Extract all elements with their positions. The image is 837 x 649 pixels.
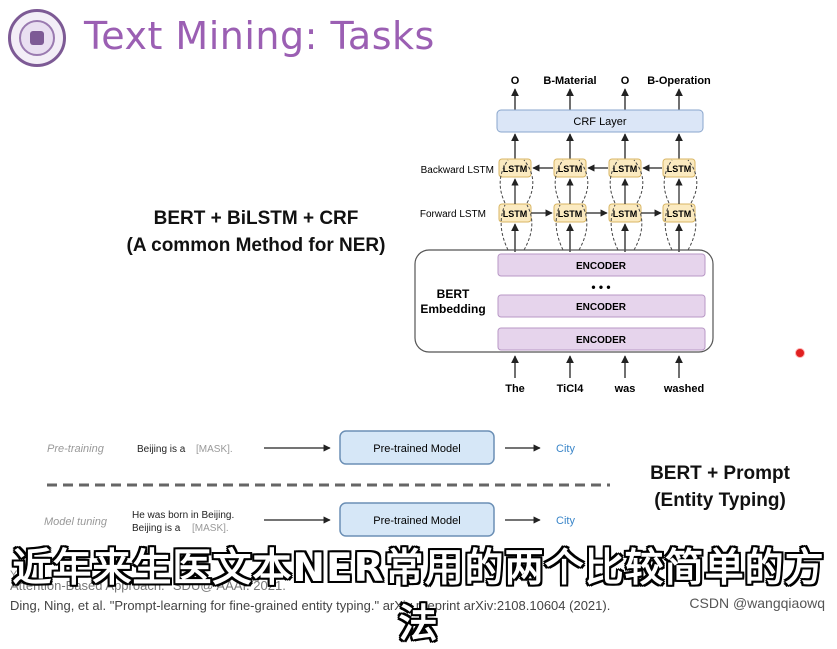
crf-layer-box (496, 109, 704, 133)
csdn-watermark: CSDN @wangqiaowq (689, 595, 825, 611)
embedding-label: Embedding (420, 302, 485, 316)
output-label: O (511, 75, 520, 87)
input-token: TiCl4 (557, 383, 585, 395)
encoder-block (497, 294, 706, 318)
prompt-diagram: Pre-training Beijing is a [MASK]. Pre-tr… (44, 430, 610, 537)
encoder-block (497, 253, 706, 277)
lstm-label: LSTM (613, 209, 638, 219)
reference-partial: Yan (10, 569, 29, 581)
crf-output-arrows (511, 88, 683, 110)
tuning-sentence-2: Beijing is a (132, 523, 181, 534)
mask-token: [MASK]. (192, 523, 229, 534)
input-token: The (505, 383, 525, 395)
mask-token: [MASK]. (196, 444, 233, 455)
forward-lstm-row (498, 203, 696, 223)
ner-architecture-diagram: O B-Material O B-Operation CRF Layer Bac… (414, 75, 714, 395)
encoder-label: ENCODER (576, 335, 627, 346)
reference-2: Ding, Ning, et al. "Prompt-learning for … (10, 598, 611, 613)
lstm-label: LSTM (503, 209, 528, 219)
backward-lstm-row (498, 158, 696, 178)
logo-emblem-icon (19, 20, 55, 56)
pretrained-model-box (339, 430, 495, 465)
encoder-block (497, 327, 706, 351)
lstm-label: LSTM (667, 164, 692, 174)
encoder-ellipsis: • • • (591, 280, 610, 294)
pretrained-model-label: Pre-trained Model (373, 443, 460, 455)
slide-title: Text Mining: Tasks (84, 14, 435, 58)
pretrained-model-label: Pre-trained Model (373, 515, 460, 527)
tuning-sentence-1: He was born in Beijing. (132, 510, 234, 521)
crf-layer-label: CRF Layer (573, 116, 627, 128)
pretraining-sentence: Beijing is a (137, 444, 186, 455)
prompt-title-line-1: BERT + Prompt (650, 463, 790, 484)
input-token: washed (663, 383, 704, 395)
prompt-method-title: BERT + Prompt (Entity Typing) (640, 460, 800, 514)
lstm-label: LSTM (613, 164, 638, 174)
output-label: O (621, 75, 630, 87)
pretrained-model-box (339, 502, 495, 537)
output-city: City (556, 443, 575, 455)
model-tuning-label: Model tuning (44, 516, 108, 528)
forward-lstm-label: Forward LSTM (420, 209, 486, 220)
backward-lstm-label: Backward LSTM (421, 165, 494, 176)
output-city: City (556, 515, 575, 527)
ner-method-title: BERT + BiLSTM + CRF (A common Method for… (106, 205, 406, 259)
video-subtitle: 近年来生医文本NER常用的两个比较简单的方法 (12, 546, 825, 647)
lstm-label: LSTM (503, 164, 528, 174)
bert-embedding-box (414, 249, 714, 353)
prompt-title-line-2: (Entity Typing) (654, 490, 786, 511)
lstm-label: LSTM (667, 209, 692, 219)
lstm-label: LSTM (558, 209, 583, 219)
bert-label: BERT (437, 287, 470, 301)
pretraining-label: Pre-training (47, 443, 105, 455)
encoder-label: ENCODER (576, 302, 627, 313)
ner-title-line-1: BERT + BiLSTM + CRF (153, 208, 359, 229)
output-label: B-Material (543, 75, 596, 87)
university-logo (8, 9, 66, 67)
lstm-label: LSTM (558, 164, 583, 174)
laser-pointer-icon (795, 348, 805, 358)
output-label: B-Operation (647, 75, 711, 87)
encoder-label: ENCODER (576, 261, 627, 272)
reference-1: Attention-Based Approach." SDU@ AAAI. 20… (10, 578, 286, 593)
ner-title-line-2: (A common Method for NER) (126, 235, 386, 256)
input-token: was (614, 383, 636, 395)
